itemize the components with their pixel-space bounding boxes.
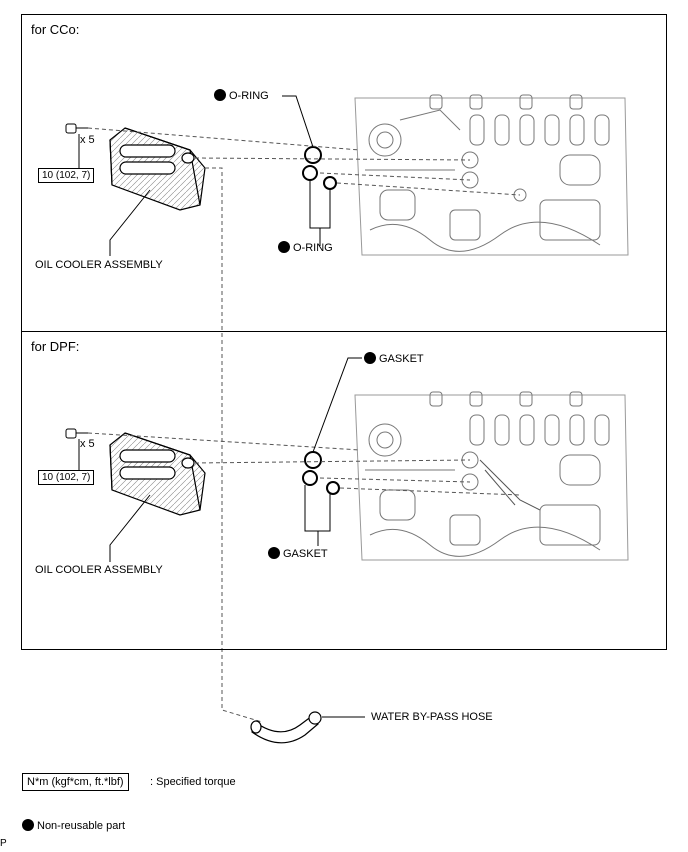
part-label-lower-cco: O-RING xyxy=(278,241,333,254)
oil-cooler-dpf xyxy=(109,432,206,516)
bolt-count-cco: x 5 xyxy=(80,134,95,146)
part-label-upper-cco: O-RING xyxy=(214,89,269,102)
torque-spec-dpf: 10 (102, 7) xyxy=(38,470,95,485)
panel-cco: for CCo: xyxy=(21,14,667,332)
part-label-lower-dpf: GASKET xyxy=(268,547,328,560)
assembly-label-dpf: OIL COOLER ASSEMBLY xyxy=(35,564,163,576)
legend-torque-desc: : Specified torque xyxy=(150,776,236,788)
non-reusable-dot-icon xyxy=(278,241,290,253)
hose-label: WATER BY-PASS HOSE xyxy=(371,711,493,723)
non-reusable-dot-icon xyxy=(22,819,34,831)
legend-torque-unit: N*m (kgf*cm, ft.*lbf) xyxy=(22,773,129,791)
non-reusable-dot-icon xyxy=(268,547,280,559)
section-title-dpf: for DPF: xyxy=(31,339,80,354)
engine-block-dpf xyxy=(354,391,629,561)
bolt-icon xyxy=(65,123,88,134)
torque-spec-cco: 10 (102, 7) xyxy=(38,168,95,183)
water-bypass-hose xyxy=(250,711,322,744)
non-reusable-dot-icon xyxy=(214,89,226,101)
footer-code: P xyxy=(0,838,7,849)
engine-block-cco xyxy=(354,94,629,256)
non-reusable-dot-icon xyxy=(364,352,376,364)
panel-dpf: for DPF: xyxy=(21,331,667,650)
section-title-cco: for CCo: xyxy=(31,22,80,37)
leader-lines xyxy=(78,95,365,718)
bolt-count-dpf: x 5 xyxy=(80,438,95,450)
bolt-icon xyxy=(65,428,88,439)
assembly-label-cco: OIL COOLER ASSEMBLY xyxy=(35,259,163,271)
oil-cooler-cco xyxy=(109,127,206,211)
legend-nonreusable: Non-reusable part xyxy=(22,819,125,832)
part-label-upper-dpf: GASKET xyxy=(364,352,424,365)
